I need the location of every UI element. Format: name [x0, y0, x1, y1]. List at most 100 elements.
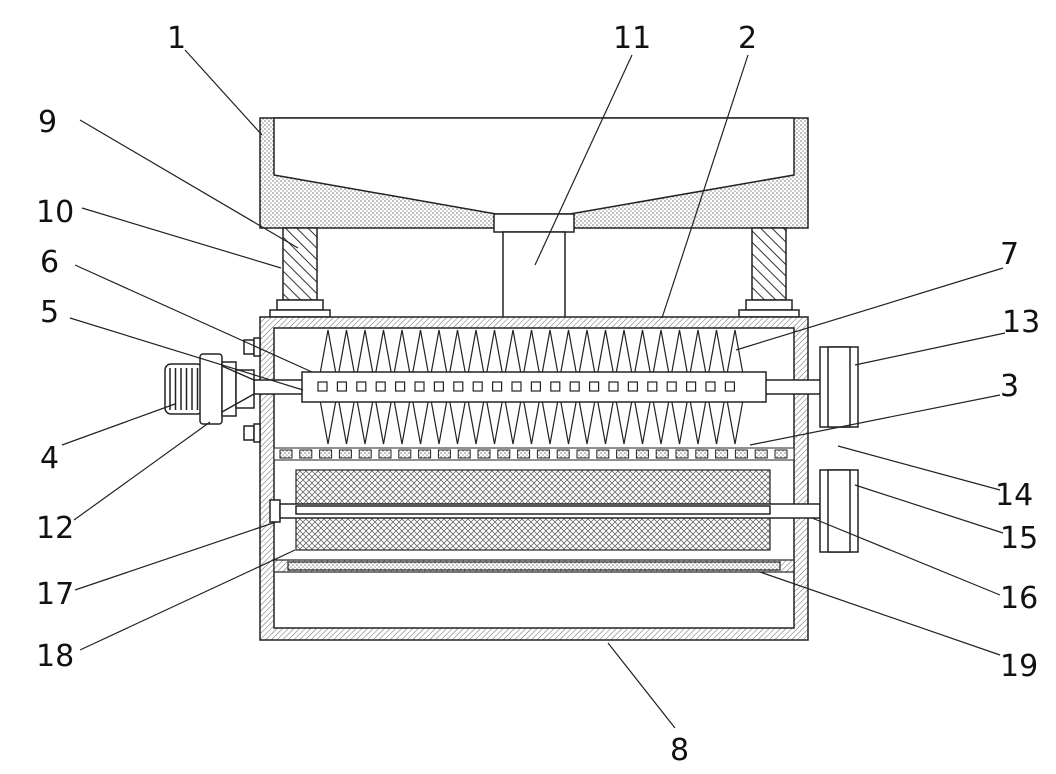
label-5: 5 [40, 295, 59, 330]
shaft-hole [453, 381, 464, 392]
tooth-lower [633, 399, 652, 445]
label-11: 11 [613, 21, 651, 56]
tooth-lower [430, 399, 448, 445]
shaft-hole [336, 381, 347, 392]
label-2: 2 [738, 21, 757, 56]
tooth-upper [319, 329, 337, 375]
label-18: 18 [36, 639, 74, 674]
tooth-upper [411, 329, 430, 375]
tooth-upper [485, 329, 504, 375]
left-support [269, 227, 331, 318]
screen-slot [734, 449, 748, 459]
screen-slot [378, 449, 392, 459]
tooth-lower [319, 399, 337, 445]
tooth-lower [485, 399, 504, 445]
label-3: 3 [1000, 369, 1019, 404]
tooth-upper [356, 329, 374, 375]
screen-slot [655, 449, 669, 459]
tooth-lower [670, 399, 689, 445]
label-9: 9 [38, 105, 57, 140]
tooth-lower [707, 399, 726, 445]
feed-pipe [493, 213, 575, 327]
label-6: 6 [40, 245, 59, 280]
tooth-lower [467, 399, 485, 445]
tooth-upper [670, 329, 689, 375]
tooth-lower [356, 399, 374, 445]
tooth-lower [559, 399, 578, 445]
tooth-upper [578, 329, 596, 375]
shaft-hole [530, 381, 542, 392]
tooth-lower [411, 399, 430, 445]
label-13: 13 [1002, 305, 1040, 340]
tooth-upper [689, 329, 707, 375]
tooth-upper [374, 329, 393, 375]
tooth-upper [467, 329, 485, 375]
tooth-upper [652, 329, 670, 375]
label-1: 1 [167, 21, 186, 56]
tooth-upper [633, 329, 652, 375]
screen-slot [695, 449, 709, 459]
bottom-filter [273, 559, 795, 573]
screen-slot [437, 449, 451, 459]
tooth-upper [504, 329, 522, 375]
shaft-hole [511, 381, 522, 392]
shaft-hole [433, 381, 444, 392]
motor [164, 337, 261, 443]
label-7: 7 [1000, 237, 1019, 272]
label-8: 8 [670, 733, 689, 768]
screen-slot [358, 449, 372, 459]
screen-slot [338, 449, 352, 459]
box-housing [259, 316, 809, 641]
screen-slot [556, 449, 570, 459]
screen-slot [457, 449, 471, 459]
tooth-lower [596, 399, 615, 445]
pulley-system [819, 346, 859, 553]
screen-slot [675, 449, 689, 459]
shaft-hole [375, 381, 386, 392]
tooth-lower [541, 399, 559, 445]
tooth-upper [522, 329, 541, 375]
tooth-upper [707, 329, 726, 375]
tooth-lower [726, 399, 744, 445]
shaft-hole [356, 381, 367, 392]
screen-slot [576, 449, 590, 459]
tooth-upper [559, 329, 578, 375]
tooth-upper [430, 329, 448, 375]
shaft-hole [608, 381, 619, 392]
label-12: 12 [36, 511, 74, 546]
tooth-upper [393, 329, 411, 375]
tooth-lower [578, 399, 596, 445]
screen-slot [418, 449, 432, 459]
tooth-upper [541, 329, 559, 375]
screen-plate [273, 447, 795, 461]
shaft-hole [472, 381, 483, 392]
screen-slot [754, 449, 768, 459]
right-support [738, 227, 800, 318]
screen-slot [774, 449, 788, 459]
screen-slot [319, 449, 333, 459]
shaft-hole [588, 381, 600, 392]
tooth-lower [689, 399, 707, 445]
screen-slot [616, 449, 630, 459]
tooth-lower [374, 399, 393, 445]
tooth-upper [448, 329, 467, 375]
screen-slot [279, 449, 293, 459]
screen-slot [477, 449, 491, 459]
label-4: 4 [40, 441, 59, 476]
crushing-roller [253, 329, 823, 445]
screen-slot [497, 449, 511, 459]
shaft-hole [685, 381, 697, 392]
tooth-upper [615, 329, 633, 375]
shaft-hole [724, 381, 736, 392]
shaft-hole [627, 381, 639, 392]
label-17: 17 [36, 577, 74, 612]
hopper [259, 117, 809, 229]
screen-slot [596, 449, 610, 459]
screen-slot [715, 449, 729, 459]
tooth-upper [596, 329, 615, 375]
leader-lines [61, 49, 1006, 729]
tooth-lower [522, 399, 541, 445]
shaft-hole [666, 381, 677, 392]
